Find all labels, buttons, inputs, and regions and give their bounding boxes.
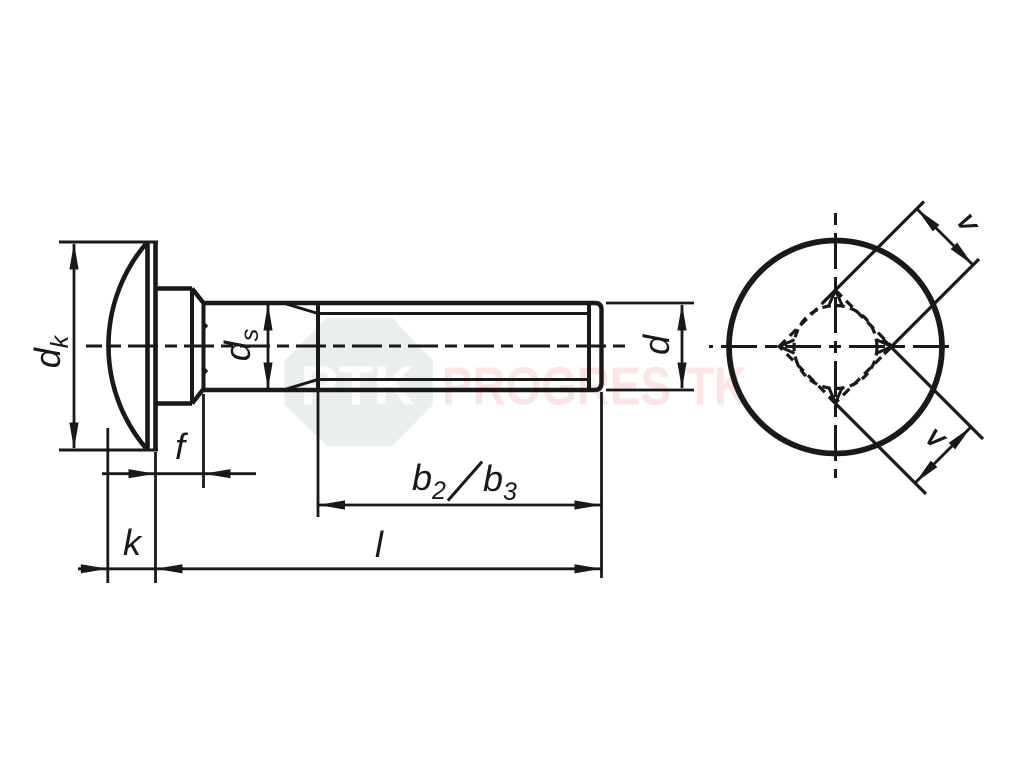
svg-text:d: d bbox=[636, 334, 677, 355]
svg-text:PROGRES: PROGRES bbox=[442, 357, 671, 417]
svg-text:b3: b3 bbox=[483, 458, 517, 506]
svg-text:l: l bbox=[375, 524, 384, 565]
svg-text:k: k bbox=[123, 522, 143, 563]
